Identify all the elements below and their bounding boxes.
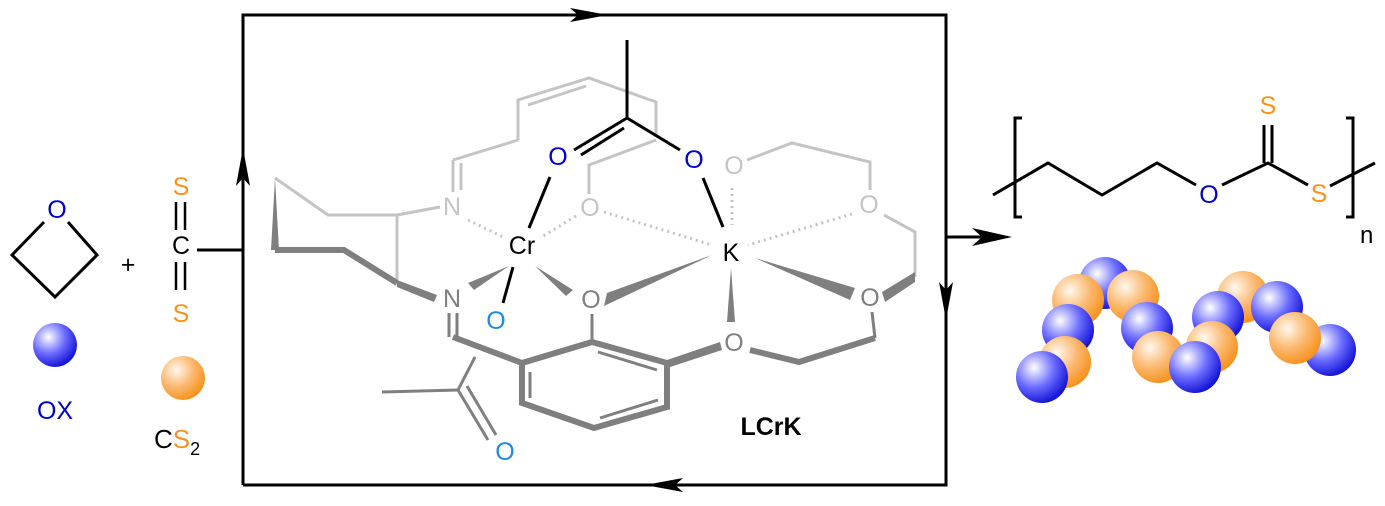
acetate-oxygen-left: O xyxy=(548,143,567,171)
acetate-bridge xyxy=(501,40,725,304)
crown-oxygen-1: O xyxy=(724,152,743,180)
catalyst-name: LCrK xyxy=(740,413,801,441)
arrow-down-icon xyxy=(939,282,953,320)
repeat-subscript: n xyxy=(1360,222,1373,249)
catalyst-back-dashes xyxy=(467,188,853,247)
catalyst-wedges xyxy=(468,255,855,322)
oxetane-oxygen: O xyxy=(47,196,66,224)
ball-blue xyxy=(1169,341,1221,393)
acetyl-oxygen: O xyxy=(495,438,514,466)
polymer-ball-chain xyxy=(1016,257,1356,403)
oxetane-ball-icon xyxy=(33,323,77,367)
chromium-atom: Cr xyxy=(509,232,535,260)
catalyst-atoms: O O O N N O O O O O O O Cr K xyxy=(443,143,880,466)
crown-oxygen-4: O xyxy=(724,329,743,357)
imine-nitrogen-lower: N xyxy=(443,285,461,313)
ball-blue xyxy=(1016,351,1068,403)
polymer-oxygen: O xyxy=(1199,181,1218,209)
cs2-ball-icon xyxy=(161,356,205,400)
cs2-sulfur-bottom: S xyxy=(173,300,190,328)
crown-oxygen-3: O xyxy=(860,284,879,312)
polymer-sulfur-double: S xyxy=(1260,92,1277,120)
imine-nitrogen-upper: N xyxy=(443,193,461,221)
cs2-carbon: C xyxy=(172,232,190,260)
cs2-structure: S C S xyxy=(172,173,243,328)
catalyst-front-ligand xyxy=(271,178,915,441)
oxetane-structure: O xyxy=(9,196,100,300)
polymer-sulfur-single: S xyxy=(1311,180,1328,208)
cr-oxygen-lower: O xyxy=(486,307,505,335)
oxetane-label: OX xyxy=(37,397,73,425)
crown-oxygen-2: O xyxy=(859,191,878,219)
acetate-oxygen-right: O xyxy=(684,146,703,174)
arrow-left-icon xyxy=(645,478,683,492)
arrow-right-icon xyxy=(570,8,608,22)
product-arrowhead-icon xyxy=(972,228,1012,246)
polymer-structure: O S S n xyxy=(992,92,1376,249)
cs2-sulfur-top: S xyxy=(173,173,190,201)
plus-sign: + xyxy=(121,251,136,279)
ball-orange xyxy=(1269,312,1321,364)
potassium-atom: K xyxy=(723,239,740,267)
phenolate-oxygen: O xyxy=(581,286,600,314)
catalyst-back-ligand xyxy=(274,76,917,283)
cs2-label: CS2 xyxy=(154,424,200,459)
phenolate-oxygen-upper: O xyxy=(580,194,599,222)
cycle-arrowheads xyxy=(236,8,953,492)
arrow-up-icon xyxy=(236,148,250,186)
